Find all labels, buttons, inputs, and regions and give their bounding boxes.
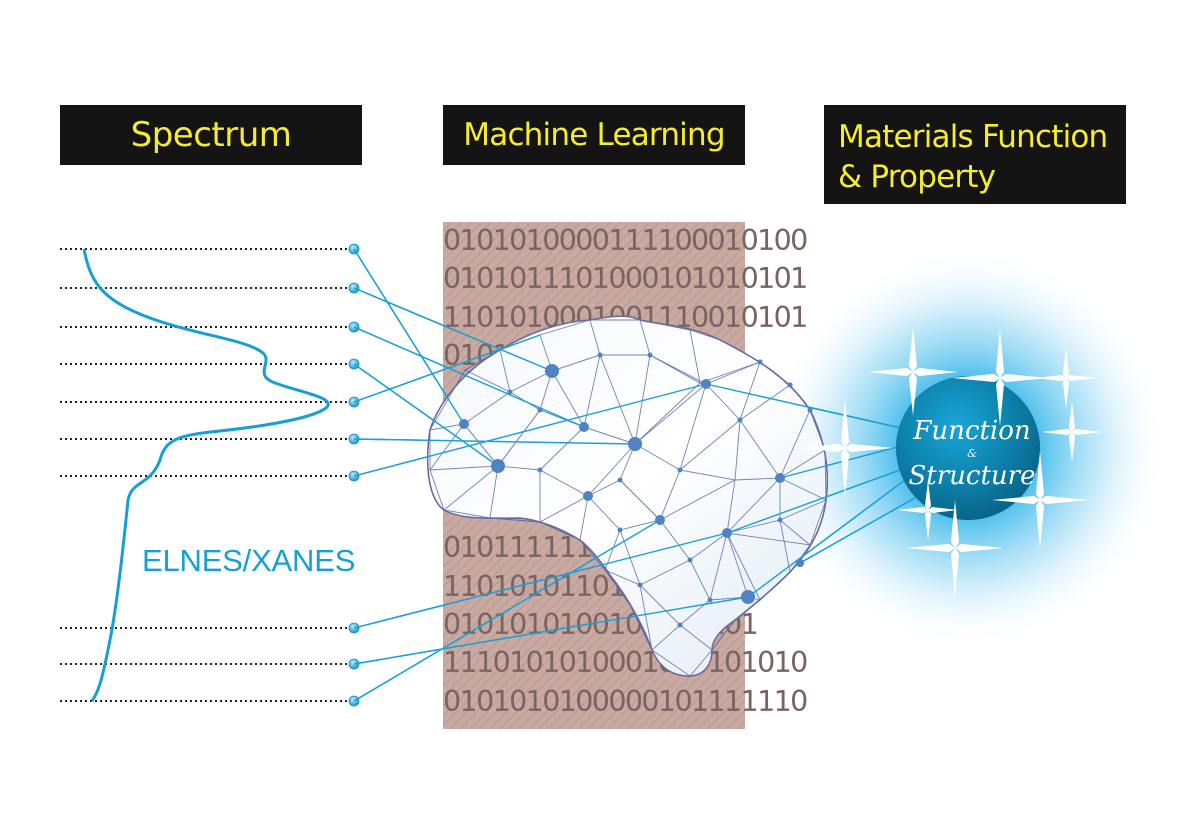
connector-lines [353,248,921,702]
header-materials-line2: & Property [838,159,996,195]
dotted-lines [60,248,352,702]
sphere-line2: Structure [908,461,1035,491]
header-spectrum-text: Spectrum [130,115,292,155]
spectrum-label: ELNES/XANES [142,543,356,578]
header-materials: Materials Function & Property [824,105,1126,204]
header-machine-learning: Machine Learning [443,105,745,165]
brain-nodes [459,352,813,628]
sphere-amp: & [967,447,977,460]
sparkles [797,328,1102,596]
header-ml-text: Machine Learning [463,117,725,153]
spectrum-curve [82,248,330,702]
header-materials-line1: Materials Function [838,119,1108,155]
sphere-line1: Function [912,416,1030,446]
function-sphere [896,376,1040,520]
header-spectrum: Spectrum [60,105,362,165]
